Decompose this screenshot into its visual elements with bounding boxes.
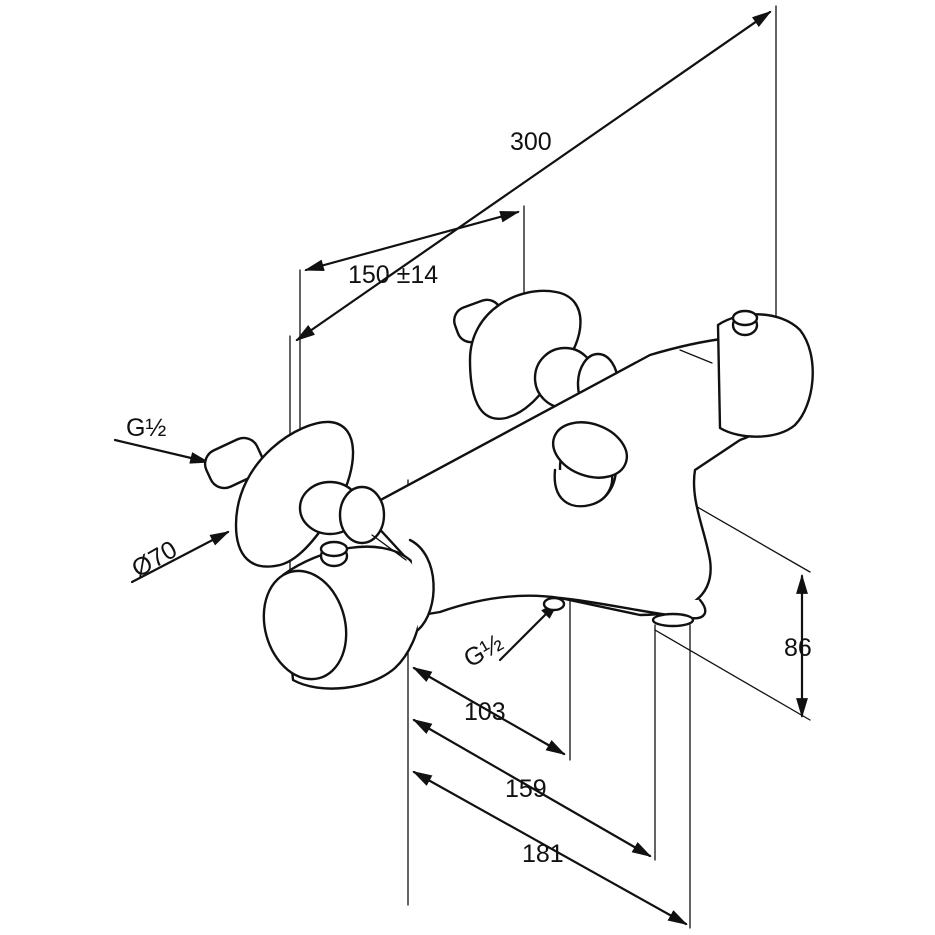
- g12-inlet-leader: [113, 438, 210, 464]
- mixer-body: [203, 289, 814, 690]
- dim-86-label: 86: [784, 634, 812, 662]
- g12-outlet-leader: [498, 600, 560, 662]
- d70-leader: [130, 530, 230, 584]
- dim-300-label: 300: [510, 128, 552, 156]
- dim-150-label: 150 ±14: [348, 261, 438, 289]
- dim-103-label: 103: [464, 698, 506, 726]
- dim-181-label: 181: [522, 840, 564, 868]
- dim-159-label: 159: [505, 775, 547, 803]
- dim-300-line: [295, 10, 772, 342]
- dim-150-line: [304, 210, 520, 272]
- outlet-thread-label: G½: [459, 629, 508, 673]
- dim-181-line: [412, 770, 688, 926]
- rosette-diameter-label: Ø70: [127, 535, 182, 583]
- inlet-thread-label: G½: [126, 414, 166, 442]
- dimension-lines: [113, 10, 808, 926]
